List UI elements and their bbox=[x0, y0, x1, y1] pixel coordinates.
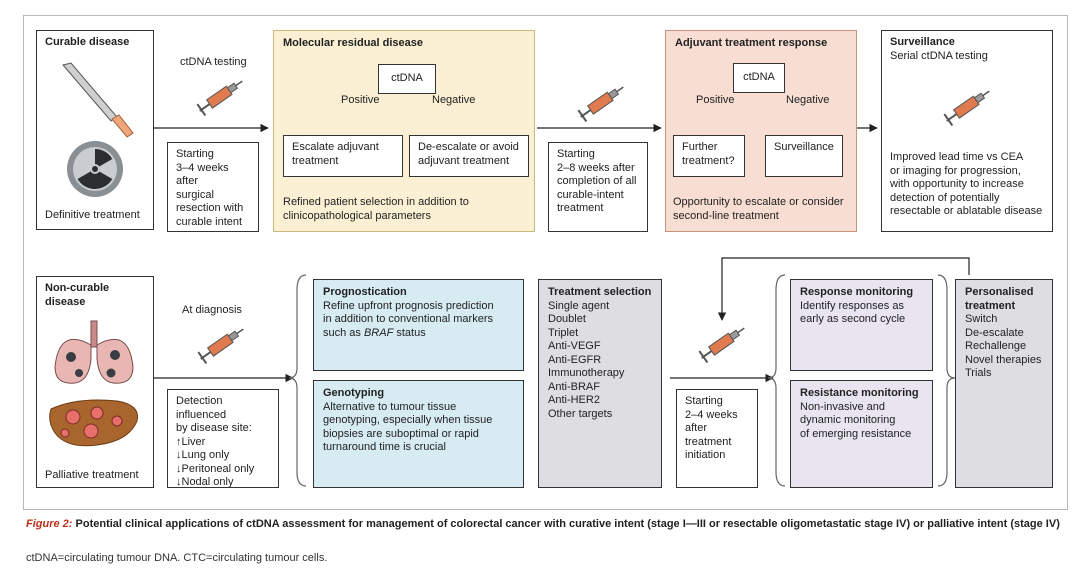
treatment-selection-panel: Treatment selection Single agent Doublet… bbox=[538, 279, 662, 488]
treatment-option: Anti-BRAF bbox=[548, 380, 600, 393]
mrd-ctdna-box: ctDNA bbox=[378, 64, 436, 94]
genotyping-title: Genotyping bbox=[323, 387, 385, 399]
palliative-treatment-label: Palliative treatment bbox=[45, 469, 139, 481]
deescalate-text: De-escalate or avoid adjuvant treatment bbox=[418, 141, 519, 167]
adjuvant-ctdna-box: ctDNA bbox=[733, 63, 785, 93]
response-monitoring-panel: Response monitoring Identify responses a… bbox=[790, 279, 933, 371]
mrd-footer: Refined patient selection in addition to… bbox=[283, 196, 469, 222]
treatment-option: Doublet bbox=[548, 313, 586, 325]
surveillance-subtitle: Serial ctDNA testing bbox=[890, 49, 988, 62]
surveillance-box: Surveillance Serial ctDNA testing Improv… bbox=[881, 30, 1053, 232]
treatment-option: Immunotherapy bbox=[548, 367, 625, 379]
prognostication-panel: Prognostication Refine upfront prognosis… bbox=[313, 279, 524, 371]
curable-disease-title: Curable disease bbox=[45, 36, 130, 48]
genotyping-body: Alternative to tumour tissue genotyping,… bbox=[323, 400, 493, 454]
personalised-option: Switch bbox=[965, 313, 998, 325]
escalate-box: Escalate adjuvant treatment bbox=[283, 135, 403, 177]
further-treatment-box: Further treatment? bbox=[673, 135, 745, 177]
further-treatment-text: Further treatment? bbox=[682, 141, 735, 167]
mrd-ctdna-label: ctDNA bbox=[391, 72, 423, 84]
definitive-treatment-label: Definitive treatment bbox=[45, 209, 140, 221]
syringe-icon bbox=[196, 80, 243, 116]
figure-footnote: ctDNA=circulating tumour DNA. CTC=circul… bbox=[26, 552, 328, 564]
figure-title: Potential clinical applications of ctDNA… bbox=[72, 518, 1060, 530]
detection-item: ↑Liver bbox=[176, 435, 206, 448]
treatment-option: Anti-HER2 bbox=[548, 394, 600, 406]
surveillance-option-box: Surveillance bbox=[765, 135, 843, 177]
adjuvant-ctdna-label: ctDNA bbox=[743, 71, 775, 83]
figure-caption: Figure 2: Potential clinical application… bbox=[26, 517, 1066, 531]
treatment-selection-title: Treatment selection bbox=[548, 286, 652, 298]
molecular-residual-disease-panel: Molecular residual disease ctDNA Positiv… bbox=[273, 30, 535, 232]
syringe-icon bbox=[197, 328, 244, 364]
liver-icon bbox=[49, 399, 139, 447]
figure-frame bbox=[23, 15, 1068, 510]
personalised-treatment-panel: Personalised treatment Switch De-escalat… bbox=[955, 279, 1053, 488]
noncurable-title: Non-curable disease bbox=[45, 282, 110, 308]
starting-text-3: Starting 2–4 weeks after treatment initi… bbox=[685, 395, 738, 461]
starting-box-2: Starting 2–8 weeks after completion of a… bbox=[548, 142, 648, 232]
curable-disease-box: Curable disease Definitive treatment bbox=[36, 30, 154, 230]
treatment-option: Anti-EGFR bbox=[548, 353, 602, 366]
syringe-icon bbox=[577, 86, 624, 122]
treatment-option: Other targets bbox=[548, 407, 613, 420]
deescalate-box: De-escalate or avoid adjuvant treatment bbox=[409, 135, 529, 177]
detection-box: Detection influenced by disease site: ↑L… bbox=[167, 389, 279, 488]
detection-item: ↓Nodal only bbox=[176, 476, 234, 488]
ctdna-testing-label: ctDNA testing bbox=[180, 56, 247, 68]
detection-item: ↓Peritoneal only bbox=[176, 462, 255, 475]
resistance-monitoring-panel: Resistance monitoring Non-invasive and d… bbox=[790, 380, 933, 488]
starting-box-1: Starting 3–4 weeks after surgical resect… bbox=[167, 142, 259, 232]
detection-intro: Detection influenced by disease site: bbox=[176, 395, 252, 434]
personalised-title: Personalised treatment bbox=[965, 286, 1034, 312]
personalised-option: De-escalate bbox=[965, 326, 1024, 339]
radiation-icon bbox=[67, 141, 123, 197]
treatment-option: Triplet bbox=[548, 326, 579, 339]
adjuvant-positive-label: Positive bbox=[696, 94, 735, 106]
prognostication-title: Prognostication bbox=[323, 286, 407, 298]
response-monitoring-title: Response monitoring bbox=[800, 286, 914, 298]
resistance-monitoring-body: Non-invasive and dynamic monitoring of e… bbox=[800, 400, 912, 440]
lungs-icon bbox=[54, 320, 134, 384]
treatment-option: Anti-VEGF bbox=[548, 340, 601, 352]
response-monitoring-body: Identify responses as early as second cy… bbox=[800, 299, 906, 326]
escalate-text: Escalate adjuvant treatment bbox=[292, 141, 379, 167]
mrd-title: Molecular residual disease bbox=[283, 37, 424, 49]
noncurable-disease-box: Non-curable disease Palliative treatment bbox=[36, 276, 154, 488]
mrd-positive-label: Positive bbox=[341, 94, 380, 106]
adjuvant-negative-label: Negative bbox=[786, 94, 830, 106]
starting-text-1: Starting 3–4 weeks after surgical resect… bbox=[176, 148, 244, 228]
adjuvant-footer: Opportunity to escalate or consider seco… bbox=[673, 196, 844, 222]
surveillance-title: Surveillance bbox=[890, 36, 955, 48]
starting-box-3: Starting 2–4 weeks after treatment initi… bbox=[676, 389, 758, 488]
syringe-icon bbox=[943, 90, 990, 126]
surveillance-body: Improved lead time vs CEA or imaging for… bbox=[890, 151, 1043, 217]
treatment-option: Single agent bbox=[548, 299, 610, 312]
personalised-option: Trials bbox=[965, 367, 992, 379]
figure-label: Figure 2: bbox=[26, 518, 73, 530]
surveillance-option-text: Surveillance bbox=[774, 141, 834, 153]
genotyping-panel: Genotyping Alternative to tumour tissue … bbox=[313, 380, 524, 488]
personalised-option: Novel therapies bbox=[965, 353, 1042, 366]
mrd-negative-label: Negative bbox=[432, 94, 476, 106]
adjuvant-treatment-response-panel: Adjuvant treatment response ctDNA Positi… bbox=[665, 30, 857, 232]
adjuvant-title: Adjuvant treatment response bbox=[675, 37, 828, 49]
prognostication-body: Refine upfront prognosis prediction in a… bbox=[323, 299, 494, 339]
scalpel-icon bbox=[62, 62, 134, 138]
personalised-option: Rechallenge bbox=[965, 340, 1027, 352]
syringe-icon bbox=[698, 327, 745, 363]
at-diagnosis-label: At diagnosis bbox=[182, 304, 242, 316]
starting-text-2: Starting 2–8 weeks after completion of a… bbox=[557, 148, 637, 214]
detection-item: ↓Lung only bbox=[176, 449, 230, 461]
resistance-monitoring-title: Resistance monitoring bbox=[800, 387, 919, 399]
